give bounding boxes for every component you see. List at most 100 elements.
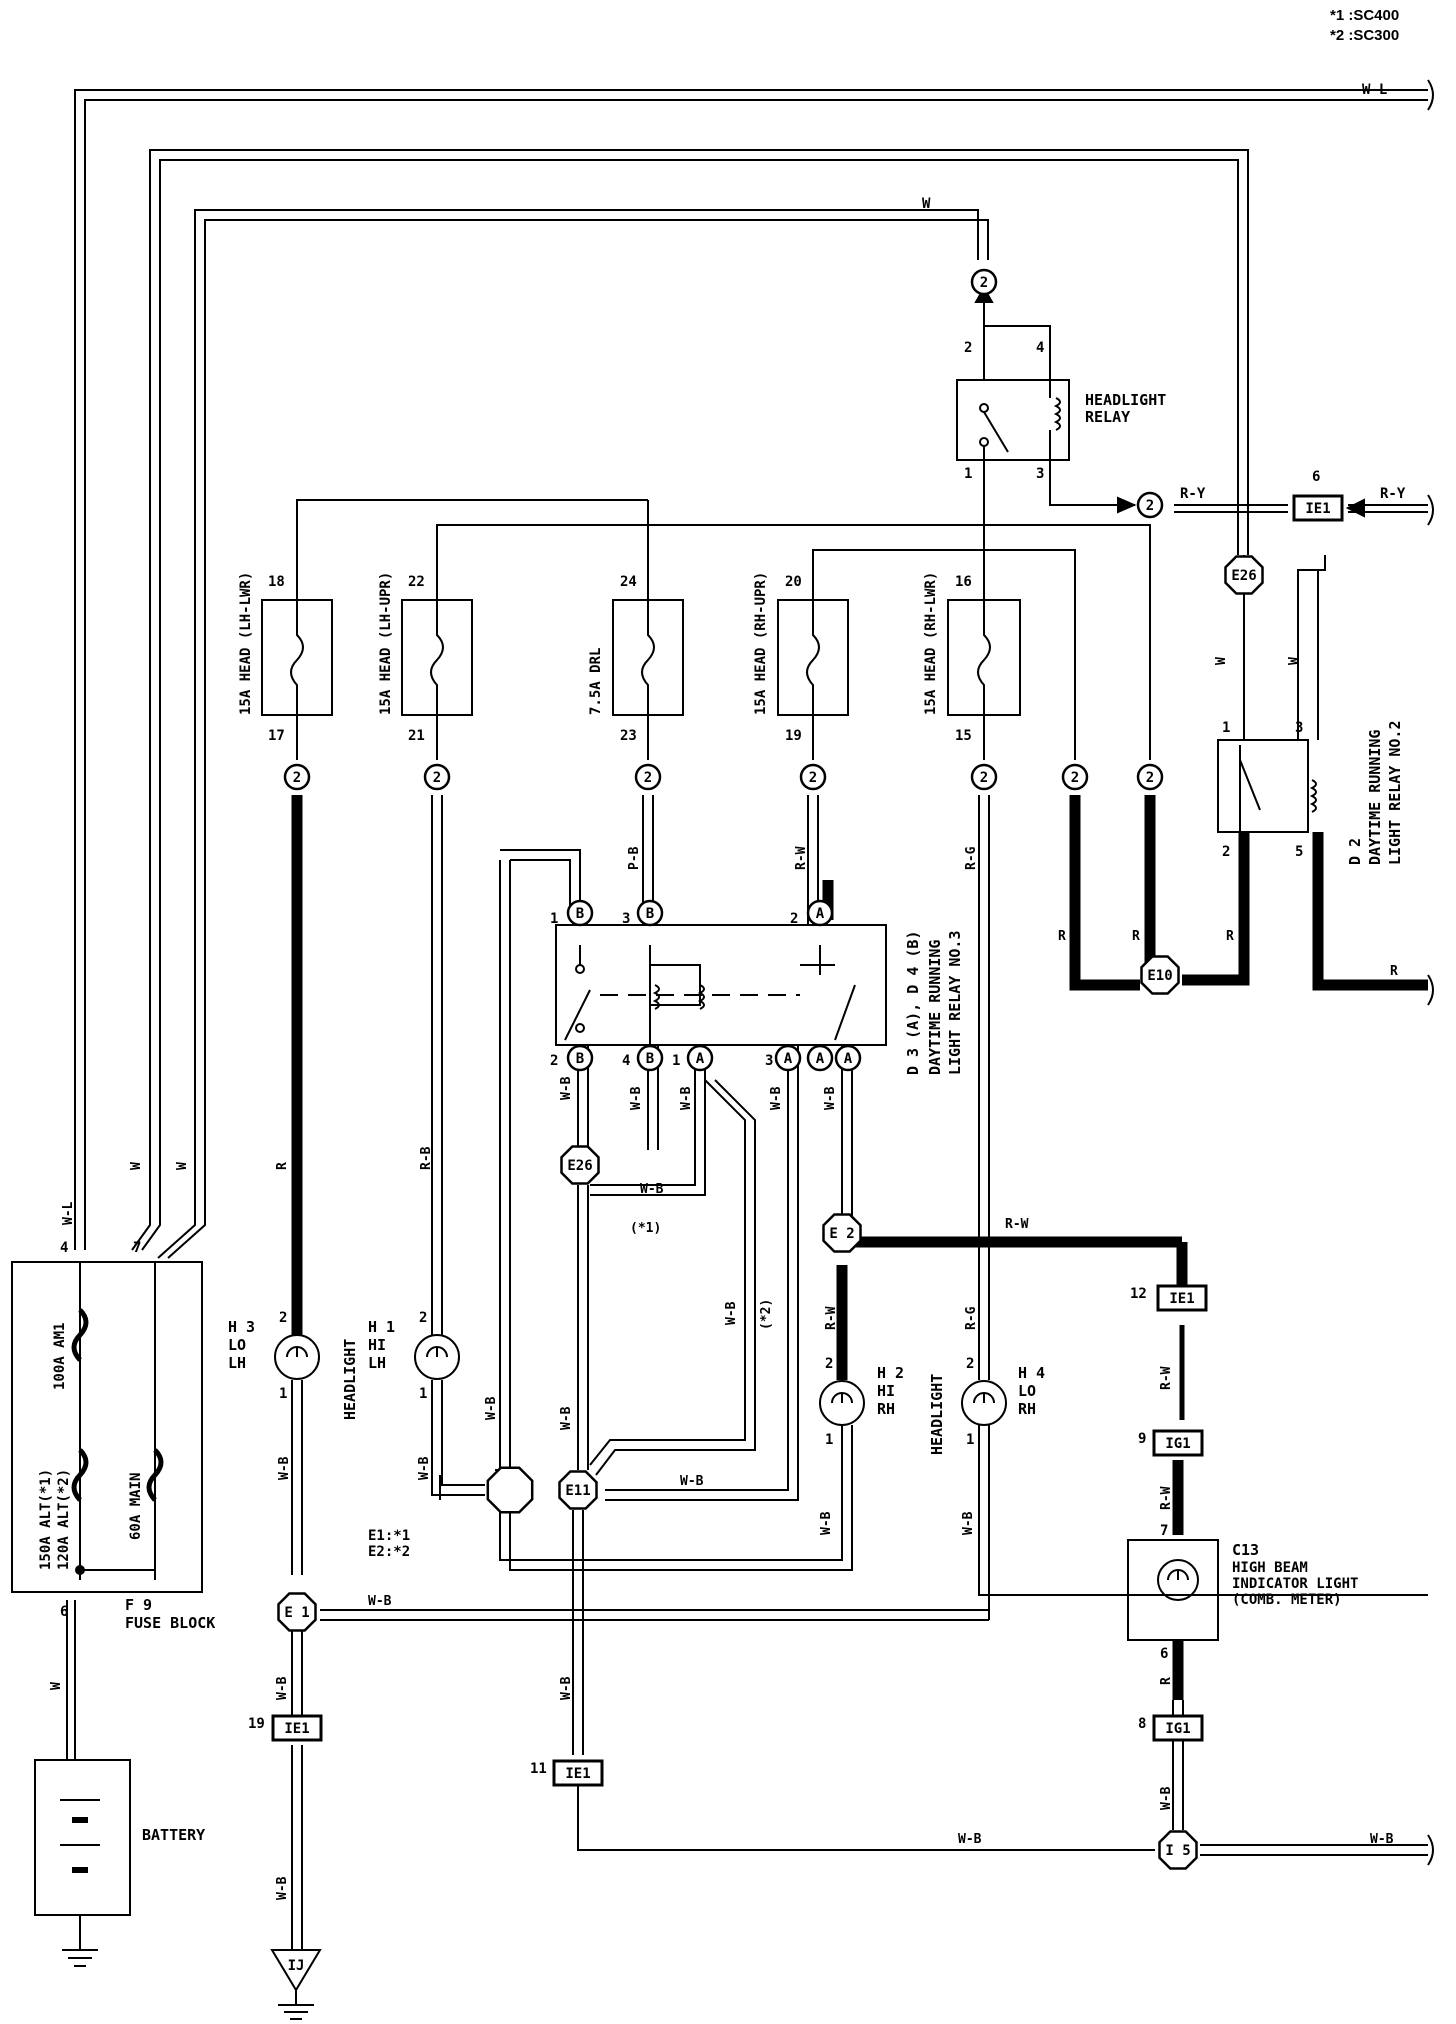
pin: 9 — [1138, 1431, 1146, 1447]
wire-label-wb: W-B — [958, 1832, 982, 1847]
bulb-name: HI — [877, 1382, 895, 1400]
junction-circle-label: 2 — [1071, 770, 1079, 786]
pin: 3 — [622, 911, 630, 927]
pin: 1 — [279, 1386, 287, 1402]
connector-ie1: IE1 — [271, 1714, 323, 1742]
wire-label-r: R — [1058, 929, 1066, 944]
wire-label-w: W — [922, 196, 931, 212]
connector-e10: E10 — [1140, 955, 1180, 995]
wire-label-rw: R-W — [1159, 1366, 1174, 1390]
pin: 3 — [1295, 720, 1303, 736]
wire-wl — [84, 99, 1428, 1250]
fuse-elements — [290, 625, 991, 695]
pin: 7 — [1160, 1523, 1168, 1539]
wire-label-wl: W-L — [1362, 82, 1387, 98]
indicator-name-2: INDICATOR LIGHT — [1232, 1576, 1358, 1592]
wire-label-wb: W-B — [769, 1086, 784, 1110]
pin: 6 — [1160, 1646, 1168, 1662]
fuse-label: 15A HEAD (LH-UPR) — [378, 572, 394, 715]
fuse-pin-bottom: 17 — [268, 728, 285, 744]
connector-e26-top-label: E26 — [1231, 568, 1256, 584]
wire-w — [167, 219, 989, 1259]
wire-label-w: W — [129, 1162, 144, 1170]
drl2-name: DAYTIME RUNNING — [1366, 730, 1384, 865]
relay-pin: 3 — [1036, 466, 1044, 482]
drl-relay-3-box — [555, 924, 887, 1046]
connector-ig1: IG1 — [1152, 1714, 1204, 1742]
drl3-id: D 3 (A), D 4 (B) — [904, 931, 922, 1076]
fuse-label: 15A HEAD (RH-LWR) — [923, 572, 939, 715]
wire-label-r: R — [1132, 929, 1140, 944]
wire-label-wb: W-B — [629, 1086, 644, 1110]
junction-circle: 2 — [970, 268, 998, 296]
headlight-relay-label: HEADLIGHT — [1085, 391, 1166, 409]
bulb-id: H 2 — [877, 1364, 904, 1382]
relay-pin: 2 — [964, 340, 972, 356]
junction-circle: A — [806, 899, 834, 927]
junction-circle-label: 2 — [980, 770, 988, 786]
pin: 2 — [1222, 844, 1230, 860]
junction-circle: A — [806, 1044, 834, 1072]
connector-ie1-label: IE1 — [1169, 1291, 1194, 1307]
ground-note: E1:*1 — [368, 1528, 410, 1544]
connector-ig1: IG1 — [1152, 1429, 1204, 1457]
junction-circle: 2 — [634, 763, 662, 791]
junction-circle-label: B — [576, 906, 584, 922]
connector-e11-label: E11 — [565, 1483, 590, 1499]
wire-label-r: R — [1390, 964, 1398, 979]
pin: 2 — [790, 911, 798, 927]
bulb-id: H 3 — [228, 1318, 255, 1336]
bulb-id: H 4 — [1018, 1364, 1045, 1382]
headlight-caption: HEADLIGHT — [928, 1374, 946, 1455]
connector-ie1-label: IE1 — [284, 1721, 309, 1737]
junction-circle: B — [636, 899, 664, 927]
battery-box — [34, 1759, 131, 1916]
pin: 19 — [248, 1716, 265, 1732]
bulb-name-2: RH — [1018, 1400, 1036, 1418]
junction-circle-label: B — [576, 1051, 584, 1067]
fb-pin: 6 — [60, 1604, 68, 1620]
wire-label-wb: W-B — [1370, 1832, 1394, 1847]
fb-pin: 4 — [60, 1240, 68, 1256]
wire-label-rw: R-W — [1005, 1217, 1029, 1232]
junction-circle: 2 — [1136, 491, 1164, 519]
connector-e1-label: E 1 — [284, 1605, 309, 1621]
pin: 1 — [550, 911, 558, 927]
connector-ie1-label: IE1 — [565, 1766, 590, 1782]
junction-circle-label: 2 — [433, 770, 441, 786]
wire-label-rw: R-W — [824, 1306, 839, 1330]
fuse-pin-bottom: 23 — [620, 728, 637, 744]
wire-label-wb: W-B — [961, 1511, 976, 1535]
junction-circle: 2 — [799, 763, 827, 791]
wire-label-r: R — [1226, 929, 1234, 944]
pin: 2 — [825, 1356, 833, 1372]
junction-circle-label: B — [646, 906, 654, 922]
fuse-pin-top: 22 — [408, 574, 425, 590]
connector-e11: E11 — [558, 1470, 598, 1510]
wire-label-wb: W-B — [275, 1876, 290, 1900]
connector-e2-label: E 2 — [829, 1226, 854, 1242]
junction-circle: B — [636, 1044, 664, 1072]
connector-ie1: IE1 — [1292, 494, 1344, 522]
pin: 1 — [825, 1432, 833, 1448]
wire-label-w: W — [1214, 657, 1229, 665]
wire-w — [157, 209, 979, 1259]
note-star1: (*1) — [630, 1221, 661, 1236]
wire-label-wb: W-B — [559, 1676, 574, 1700]
wire-label-wl: W-L — [61, 1201, 76, 1225]
junction-circle-label: A — [784, 1051, 793, 1067]
junction-circle: A — [686, 1044, 714, 1072]
note-star2: (*2) — [759, 1299, 774, 1330]
junction-circle-label: B — [646, 1051, 654, 1067]
wire-label-rw: R-W — [1159, 1486, 1174, 1510]
fuse-block-name: FUSE BLOCK — [125, 1614, 215, 1632]
wire-w — [141, 159, 1239, 1251]
pin: 8 — [1138, 1716, 1146, 1732]
bulb-name-2: RH — [877, 1400, 895, 1418]
connector-ie1: IE1 — [552, 1759, 604, 1787]
headlight-caption: HEADLIGHT — [341, 1339, 359, 1420]
wire-label-pb: P-B — [627, 846, 642, 870]
fuse-alt: 150A ALT(*1) — [38, 1469, 54, 1570]
connector-i5: I 5 — [1158, 1830, 1198, 1870]
